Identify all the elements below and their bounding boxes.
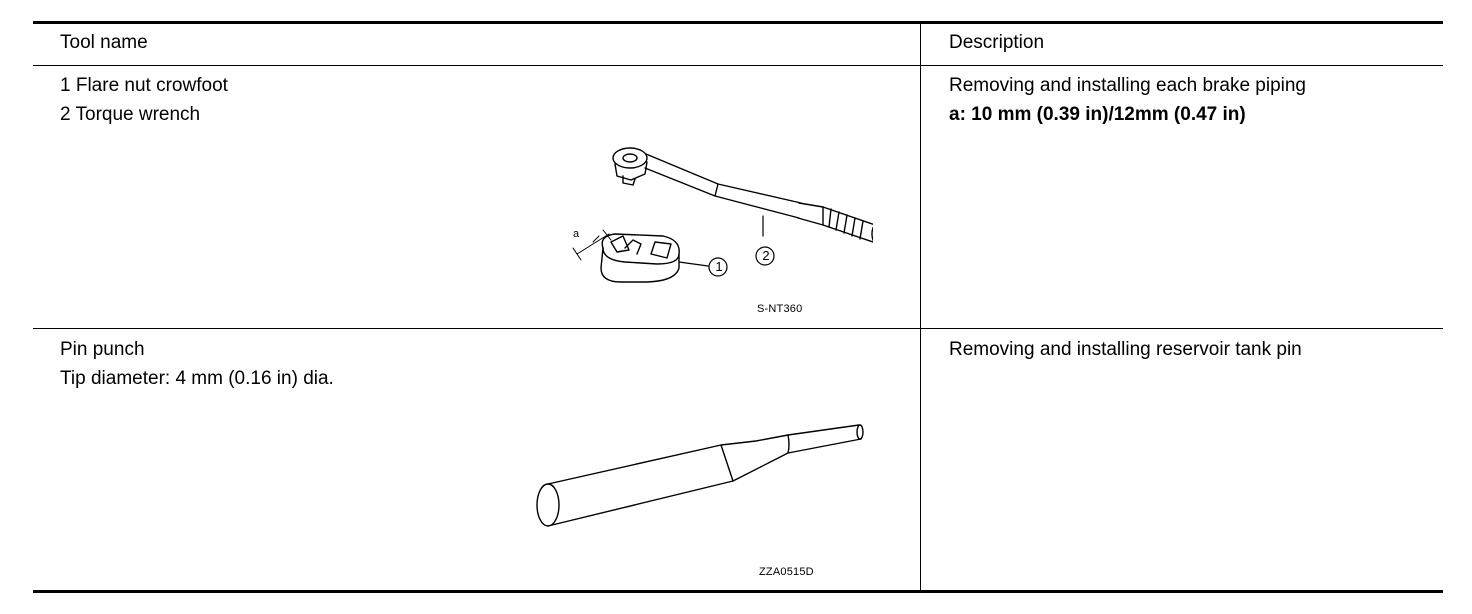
header-tool-name: Tool name [60,32,148,53]
column-divider [920,24,921,590]
spec-dimension-a: a: 10 mm (0.39 in)/12mm (0.47 in) [949,104,1246,125]
callout-1 [708,257,728,277]
header-description: Description [949,32,1045,53]
figure-code-s-nt360: S-NT360 [757,303,803,315]
header-rule [33,65,1443,66]
dimension-label-a: a [573,228,580,240]
tool-line-flare-nut-crowfoot: 1 Flare nut crowfoot [60,75,228,96]
tool-line-tip-diameter: Tip diameter: 4 mm (0.16 in) dia. [60,368,334,389]
figure-code-zza0515d: ZZA0515D [759,566,814,578]
flare-nut-crowfoot-icon [600,233,680,283]
table-top-rule [33,21,1443,24]
callout-2-label: 2 [762,248,770,263]
tool-line-pin-punch: Pin punch [60,339,145,360]
tool-line-torque-wrench: 2 Torque wrench [60,104,201,125]
torque-wrench-icon [612,147,873,243]
crowfoot-torque-wrench-illustration [572,147,873,283]
callout-1-label: 1 [715,259,723,274]
description-brake-piping: Removing and installing each brake pipin… [949,75,1307,96]
table-bottom-rule [33,590,1443,593]
callout-2 [755,246,775,266]
special-service-tools-table: Tool name Description 1 Flare nut crowfo… [33,21,1443,593]
row-divider [33,328,1443,329]
pin-punch-icon [536,424,864,527]
description-reservoir-tank-pin: Removing and installing reservoir tank p… [949,339,1302,360]
